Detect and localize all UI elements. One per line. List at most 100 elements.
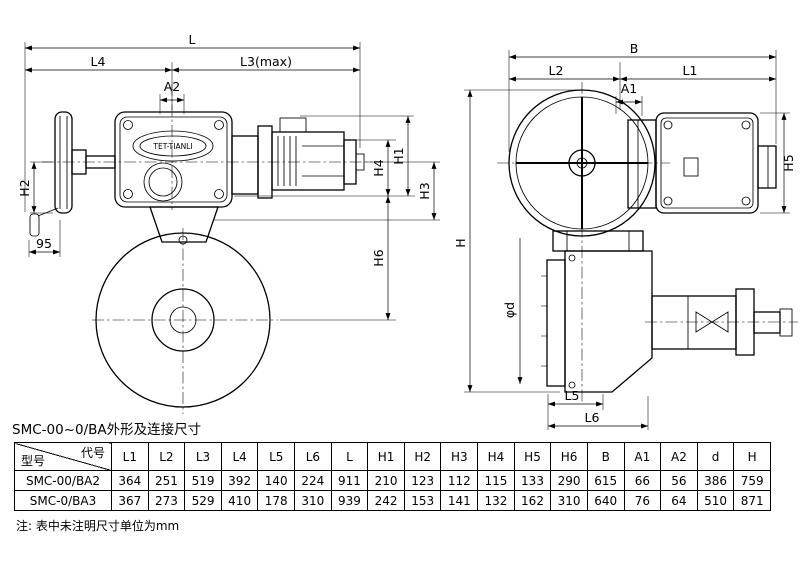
dimension-H3: H3 — [214, 161, 440, 221]
value-cell: 133 — [513, 470, 552, 491]
dim-label-H4: H4 — [371, 159, 386, 176]
value-cell: 64 — [660, 490, 698, 511]
value-cell: 871 — [733, 490, 771, 511]
value-cell: 939 — [330, 490, 369, 511]
dim-label-H2: H2 — [17, 179, 32, 196]
dimension-table: 代号 型号 L1 L2 L3 L4 L5 L6 L H1 H2 H3 H4 H5… — [14, 442, 771, 511]
table-corner-cell: 代号 型号 — [14, 442, 112, 471]
brand-label: TET-TIANLI — [152, 142, 192, 151]
value-cell: 392 — [220, 470, 259, 491]
dim-label-L1: L1 — [683, 63, 698, 78]
value-cell: 911 — [330, 470, 369, 491]
col-header-B: B — [586, 442, 625, 471]
value-cell: 242 — [367, 490, 405, 511]
dimension-phid: φd — [502, 238, 523, 384]
dimension-A1: A1 — [615, 81, 643, 116]
dim-label-L: L — [189, 32, 196, 47]
value-cell: 759 — [733, 470, 771, 491]
value-cell: 273 — [147, 490, 186, 511]
value-cell: 251 — [147, 470, 186, 491]
value-cell: 364 — [111, 470, 149, 491]
dim-label-H: H — [453, 238, 468, 247]
value-cell: 310 — [294, 490, 332, 511]
handwheel-front-view — [508, 89, 656, 237]
value-cell: 519 — [184, 470, 222, 491]
col-header-L: L — [330, 442, 369, 471]
col-header-H6: H6 — [550, 442, 588, 471]
technical-drawing: TET-TIANLI — [12, 32, 798, 438]
dim-label-L5: L5 — [565, 388, 580, 403]
dimension-L1: L1 — [620, 63, 776, 82]
dimension-A2: A2 — [159, 79, 185, 114]
value-cell: 310 — [550, 490, 588, 511]
col-header-d: d — [696, 442, 735, 471]
col-header-H1: H1 — [367, 442, 405, 471]
col-header-L2: L2 — [147, 442, 186, 471]
col-header-L3: L3 — [184, 442, 222, 471]
dimension-L4: L4 — [24, 54, 173, 110]
value-cell: 66 — [623, 470, 662, 491]
value-cell: 76 — [623, 490, 662, 511]
gearbox: TET-TIANLI — [114, 111, 233, 208]
dimension-H6: H6 — [234, 195, 415, 321]
value-cell: 141 — [440, 490, 479, 511]
dim-label-L6: L6 — [585, 410, 600, 425]
col-header-L1: L1 — [111, 442, 149, 471]
col-header-H: H — [733, 442, 771, 471]
base-flange-wheel — [95, 206, 271, 408]
table-row: SMC-00/BA2 364 251 519 392 140 224 911 2… — [14, 470, 771, 491]
value-cell: 367 — [111, 490, 149, 511]
dim-label-95: 95 — [36, 236, 52, 251]
col-header-H3: H3 — [440, 442, 479, 471]
value-cell: 115 — [477, 470, 515, 491]
drawing-title: SMC-00~0/BA外形及连接尺寸 — [12, 421, 201, 438]
value-cell: 162 — [513, 490, 552, 511]
col-header-A2: A2 — [660, 442, 698, 471]
table-header-row: 代号 型号 L1 L2 L3 L4 L5 L6 L H1 H2 H3 H4 H5… — [14, 442, 771, 471]
dimension-H1: H1 — [300, 115, 414, 196]
dimension-L: L — [24, 32, 361, 212]
dim-label-B: B — [630, 41, 639, 56]
dimension-H: H — [453, 89, 578, 393]
value-cell: 56 — [660, 470, 698, 491]
corner-label-model: 型号 — [21, 454, 46, 468]
dim-label-phid: φd — [502, 302, 517, 318]
value-cell: 290 — [550, 470, 588, 491]
value-cell: 132 — [477, 490, 515, 511]
dim-label-H1: H1 — [391, 147, 406, 164]
value-cell: 178 — [257, 490, 296, 511]
dim-label-H3: H3 — [417, 182, 432, 199]
model-cell: SMC-0/BA3 — [14, 490, 112, 511]
dimension-95: 95 — [28, 220, 61, 257]
col-header-H5: H5 — [513, 442, 552, 471]
dim-label-H6: H6 — [371, 249, 386, 266]
units-note: 注: 表中未注明尺寸单位为mm — [16, 519, 180, 533]
value-cell: 210 — [367, 470, 405, 491]
col-header-L5: L5 — [257, 442, 296, 471]
motor-front-view — [655, 112, 777, 214]
dimension-L6: L6 — [548, 396, 649, 430]
value-cell: 615 — [586, 470, 625, 491]
dim-label-L4: L4 — [91, 54, 106, 69]
dimension-H5: H5 — [760, 112, 796, 214]
col-header-A1: A1 — [623, 442, 662, 471]
model-cell: SMC-00/BA2 — [14, 470, 112, 491]
table-row: SMC-0/BA3 367 273 529 410 178 310 939 24… — [14, 490, 771, 511]
right-view: B L2 L1 A1 H5 H — [453, 41, 798, 430]
value-cell: 140 — [257, 470, 296, 491]
value-cell: 112 — [440, 470, 479, 491]
valve-body — [541, 230, 793, 393]
dim-label-H5: H5 — [781, 154, 796, 171]
handwheel-side-view — [29, 111, 116, 237]
col-header-L6: L6 — [294, 442, 332, 471]
dimension-H4: H4 — [346, 139, 396, 196]
value-cell: 640 — [586, 490, 625, 511]
value-cell: 224 — [294, 470, 332, 491]
dimension-B: B — [508, 41, 777, 152]
dim-label-A2: A2 — [164, 79, 181, 94]
value-cell: 510 — [696, 490, 735, 511]
dim-label-L3max: L3(max) — [240, 54, 292, 69]
value-cell: 410 — [220, 490, 259, 511]
corner-label-code: 代号 — [80, 446, 105, 460]
value-cell: 153 — [403, 490, 442, 511]
